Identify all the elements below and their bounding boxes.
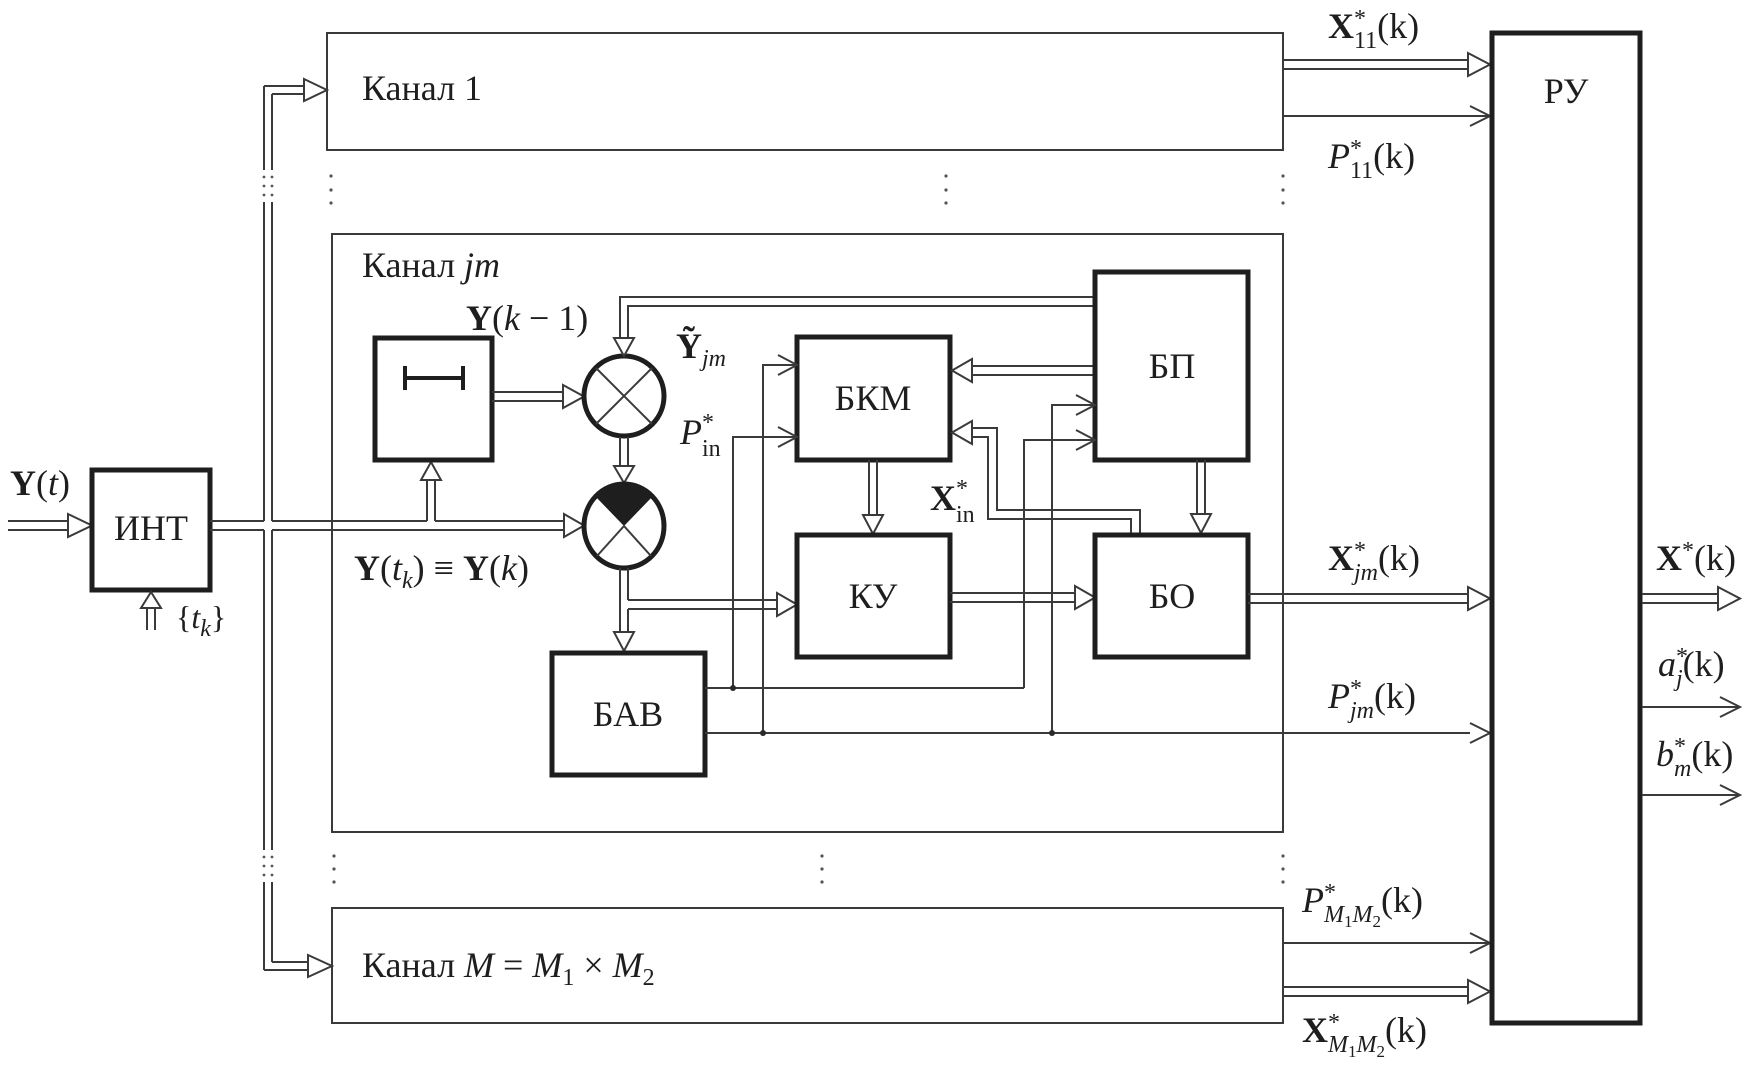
block-ru	[1489, 30, 1643, 1026]
channel-M-label: Канал M = M1 × M2	[362, 945, 655, 991]
y-tilde-label: Ỹjm	[676, 326, 726, 372]
bav-output-lines	[705, 685, 1470, 736]
xM-label: X*M1M2(k)	[1302, 1010, 1427, 1061]
distribution-bus	[210, 77, 564, 979]
block-ru-label: РУ	[1544, 71, 1589, 111]
channel-jm-label: Канал jm	[362, 245, 500, 285]
y-prev-label: Y(k − 1)	[466, 298, 588, 338]
input-signal-label: Y(t)	[10, 463, 70, 503]
bp-to-bo-arrow	[1189, 460, 1213, 536]
a-out-arrow	[1642, 696, 1743, 718]
p11-arrow	[1283, 105, 1493, 127]
block-bkm	[794, 334, 953, 463]
a-out-label: a*j(k)	[1658, 644, 1725, 692]
channel-1-box	[326, 32, 1284, 151]
xM-arrow	[1283, 978, 1493, 1005]
pjm-label: P*jm(k)	[1327, 676, 1416, 724]
block-bo	[1092, 532, 1251, 660]
x-in-label: X*in	[930, 476, 975, 528]
block-bp	[1092, 269, 1251, 463]
block-ku-label: КУ	[849, 576, 898, 616]
xin-feedback-arrow	[949, 419, 1141, 535]
block-bkm-label: БКМ	[835, 378, 912, 418]
x11-label: X*11(k)	[1328, 6, 1419, 54]
block-bo-label: БО	[1149, 576, 1195, 616]
delay-to-mult-arrow	[492, 383, 587, 410]
y-k-label: Y(tk) ≡ Y(k)	[354, 548, 529, 594]
channel-1-label: Канал 1	[362, 68, 482, 108]
time-input-label: {tk}	[176, 599, 226, 642]
block-ku	[794, 532, 953, 660]
time-input-arrow	[139, 590, 163, 630]
gated-multiplier-icon	[581, 481, 667, 571]
p11-label: P*11(k)	[1327, 136, 1415, 184]
xjm-label: X*jm(k)	[1328, 538, 1420, 586]
mult2-output-bus	[612, 568, 800, 654]
block-int	[89, 467, 213, 593]
p-in-label: P*in	[679, 410, 721, 462]
bav-to-bp-lines	[1023, 394, 1098, 733]
block-int-label: ИНТ	[114, 508, 188, 548]
mult2-input-arrowhead	[563, 512, 587, 539]
x-out-label: X*(k)	[1656, 538, 1736, 578]
delay-bracket-icon	[403, 366, 465, 390]
b-out-arrow	[1642, 784, 1743, 806]
bav-to-bkm-lines	[732, 354, 800, 733]
block-bp-label: БП	[1149, 346, 1196, 386]
b-out-label: b*m(k)	[1656, 734, 1733, 782]
x11-arrow	[1283, 51, 1493, 78]
pM-arrow	[1283, 932, 1493, 954]
ku-to-bo-arrow	[950, 584, 1098, 611]
block-bav	[549, 650, 708, 778]
pjm-arrowhead	[1469, 722, 1493, 744]
ellipsis-dots	[262, 174, 1285, 884]
mult1-to-mult2-arrow	[612, 437, 636, 485]
input-arrow	[8, 512, 95, 539]
delay-input-arrow	[419, 459, 443, 521]
bp-to-bkm-arrow	[949, 357, 1095, 384]
xjm-arrow	[1248, 585, 1493, 612]
channel-M-box	[331, 907, 1284, 1024]
delay-block	[372, 335, 495, 463]
pM-label: P*M1M2(k)	[1301, 880, 1423, 931]
block-bav-label: БАВ	[593, 694, 663, 734]
x-out-arrow	[1642, 585, 1743, 612]
feedback-bus-arrow	[612, 296, 1095, 359]
bkm-to-ku-arrow	[861, 460, 885, 537]
